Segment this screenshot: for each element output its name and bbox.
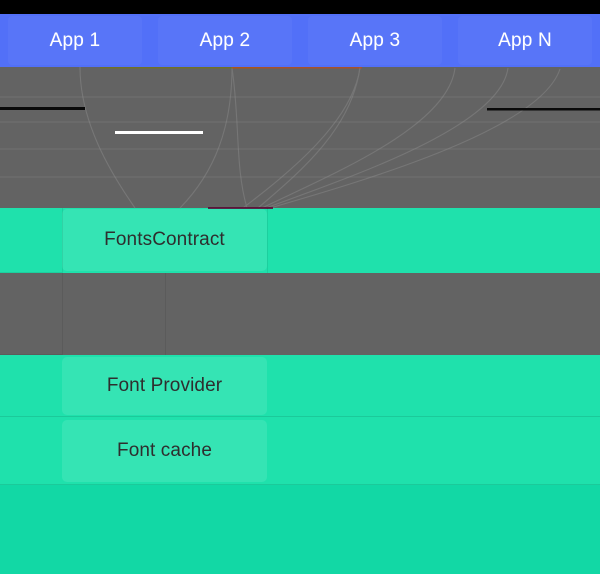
apps-bar-background <box>0 14 600 67</box>
seam-gap-left <box>62 273 63 355</box>
seam-contract-underline <box>0 272 62 273</box>
seam-contract-left <box>62 208 63 273</box>
top-black-strip <box>0 0 600 14</box>
seam-contract-right <box>267 208 268 273</box>
apps-row: App 1 App 2 App 3 App N <box>0 14 600 67</box>
font-cache-band <box>0 417 600 485</box>
app-box-3[interactable]: App 3 <box>300 14 450 67</box>
bottom-teal-band <box>0 485 600 574</box>
cache-bottom-divider <box>0 484 600 485</box>
connector-region-background <box>0 67 600 208</box>
font-provider-band <box>0 355 600 417</box>
provider-cache-divider <box>0 416 600 417</box>
font-cache-box[interactable]: Font cache <box>62 420 267 482</box>
fonts-contract-band <box>0 208 600 273</box>
app-box-1[interactable]: App 1 <box>0 14 150 67</box>
seam-gap-mid <box>165 273 166 355</box>
app-box-2-label: App 2 <box>199 29 251 51</box>
font-provider-label: Font Provider <box>106 375 223 396</box>
app-box-1-label: App 1 <box>49 29 101 51</box>
seam-provider-overline <box>0 354 62 355</box>
font-provider-box[interactable]: Font Provider <box>62 357 267 415</box>
contract-to-provider-gap <box>0 273 600 355</box>
app-box-n[interactable]: App N <box>450 14 600 67</box>
fonts-contract-label: FontsContract <box>104 229 225 250</box>
app-box-n-label: App N <box>498 29 552 51</box>
app-box-3-label: App 3 <box>349 29 401 51</box>
fonts-contract-box[interactable]: FontsContract <box>62 209 267 271</box>
font-cache-label: Font cache <box>117 440 212 461</box>
app-box-2[interactable]: App 2 <box>150 14 300 67</box>
